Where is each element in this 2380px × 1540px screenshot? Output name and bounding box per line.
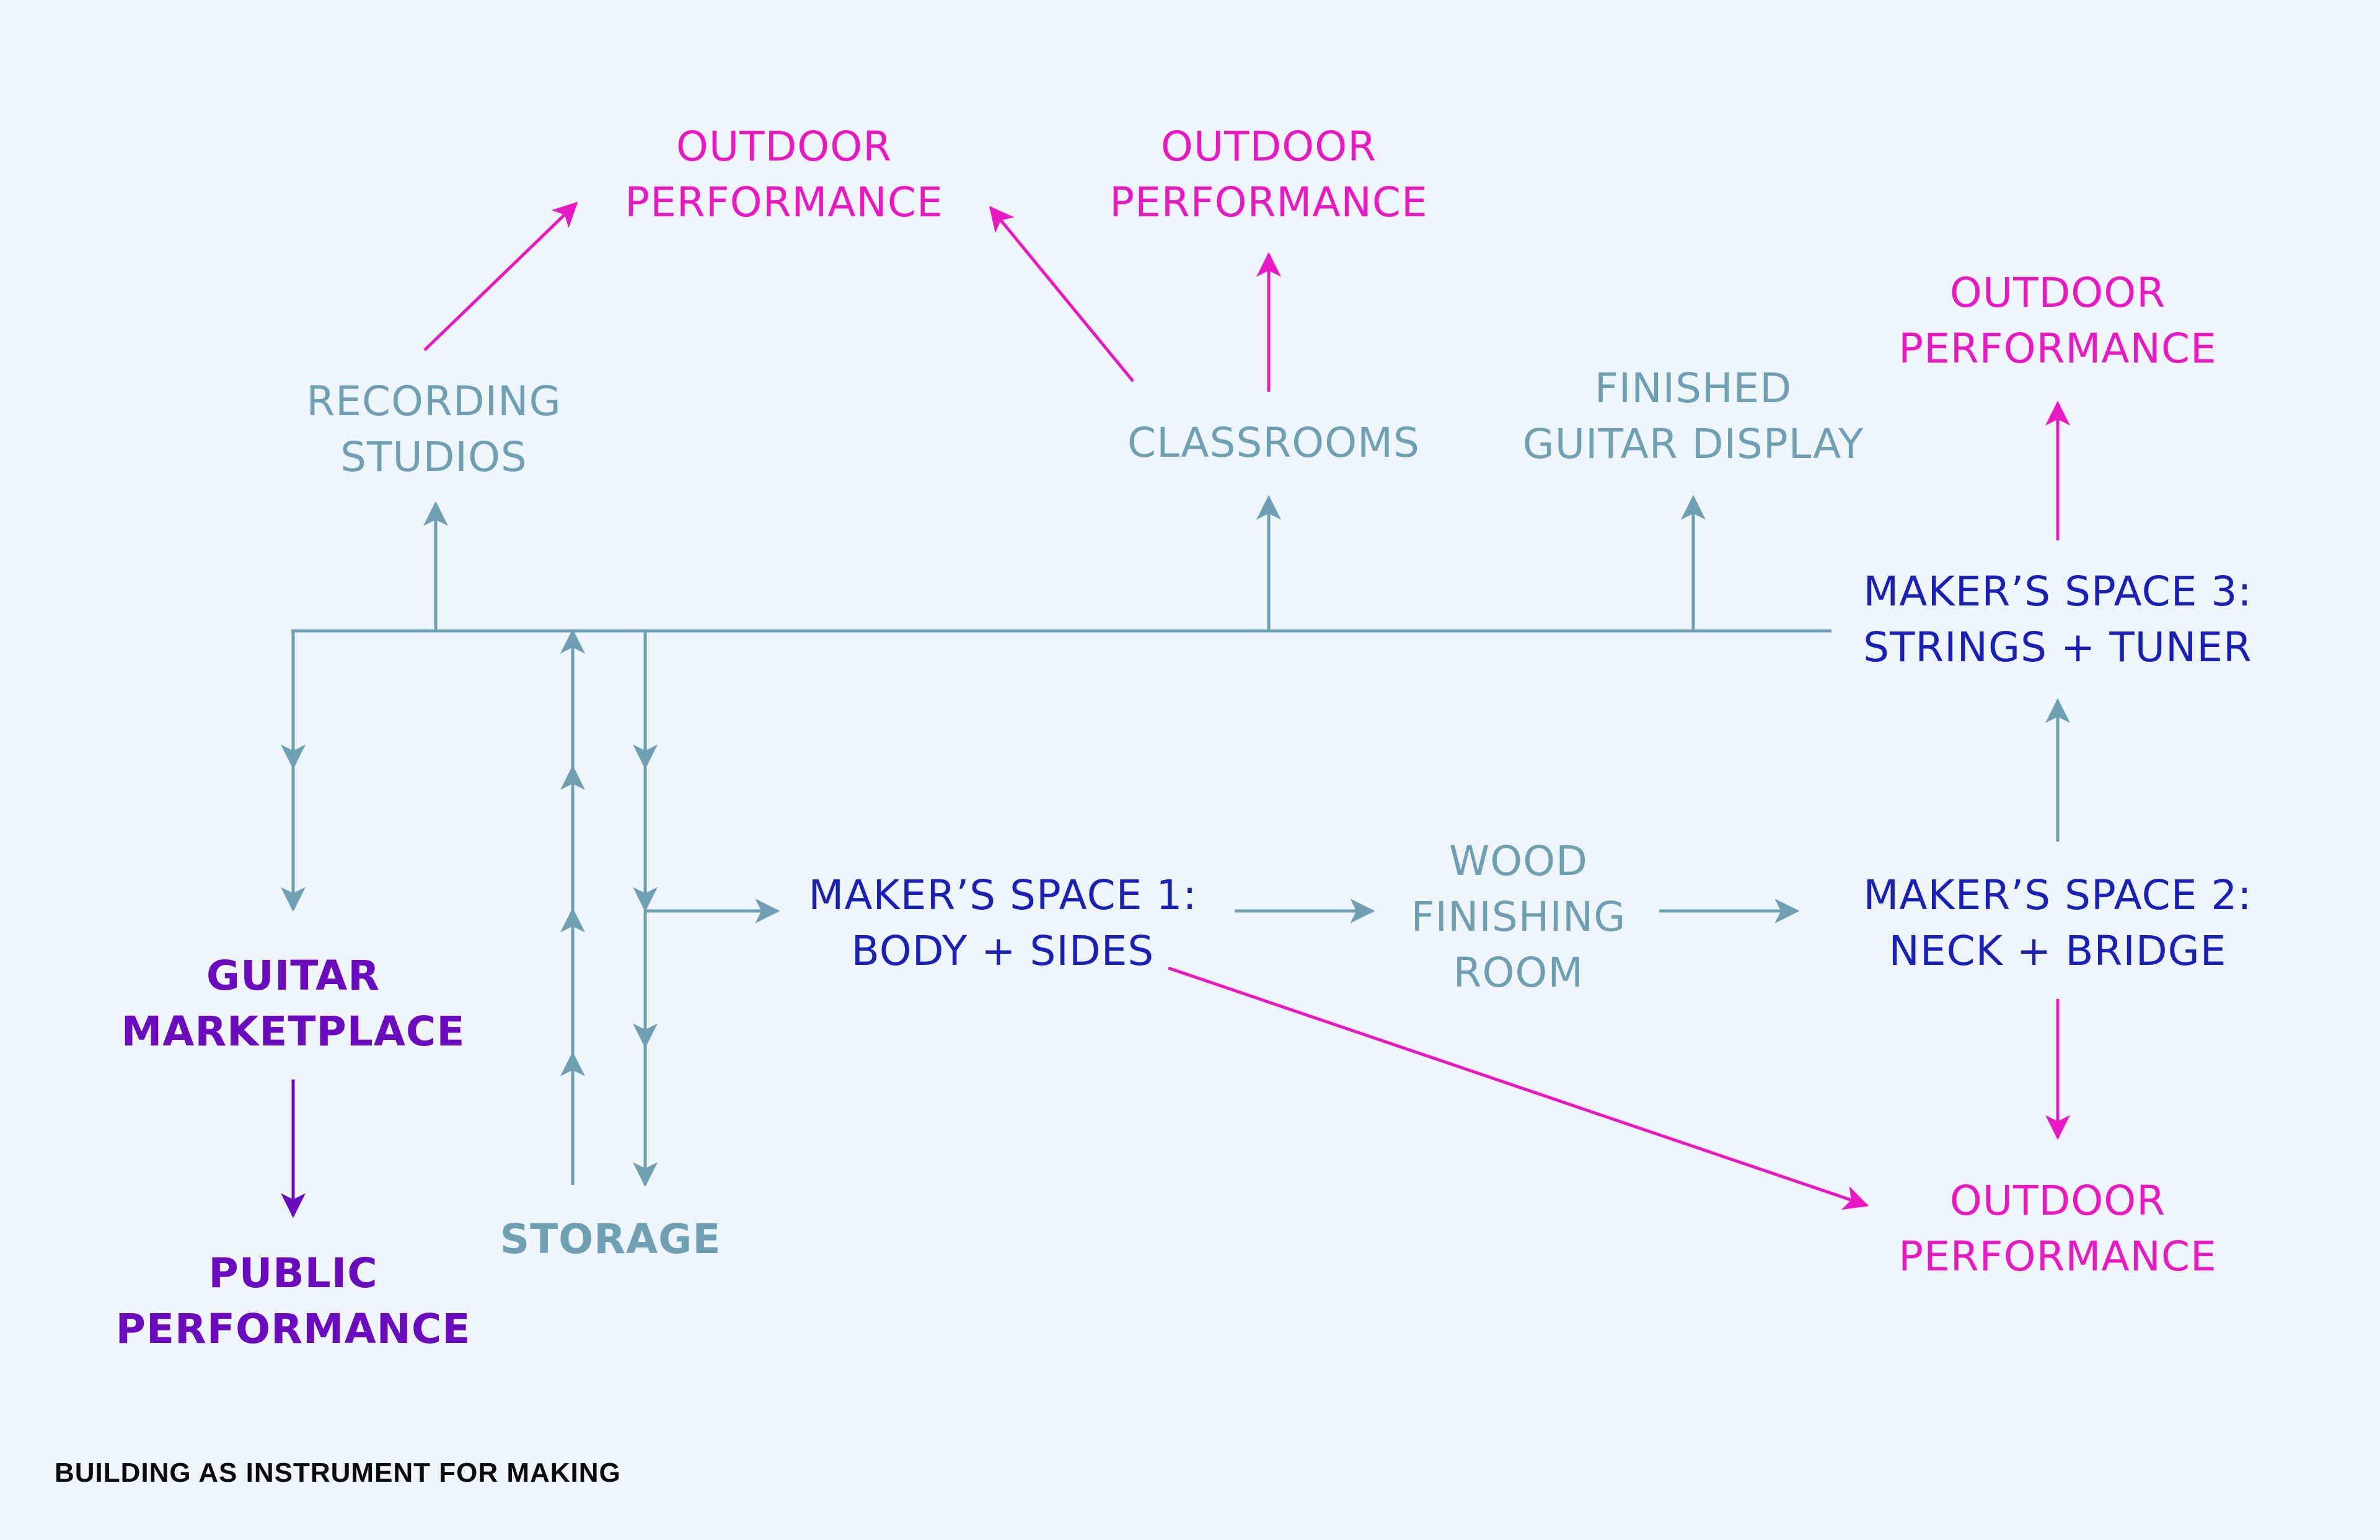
node-recording-studios: RECORDING STUDIOS bbox=[306, 374, 561, 485]
node-line: STUDIOS bbox=[340, 433, 527, 481]
node-outdoor-performance-4: OUTDOOR PERFORMANCE bbox=[1898, 1173, 2216, 1285]
node-outdoor-performance-2: OUTDOOR PERFORMANCE bbox=[1109, 119, 1427, 231]
diagram-caption: BUILDING AS INSTRUMENT FOR MAKING bbox=[55, 1458, 621, 1488]
node-line: OUTDOOR bbox=[1949, 269, 2166, 317]
node-finished-guitar-display: FINISHED GUITAR DISPLAY bbox=[1523, 361, 1864, 472]
edge-makers1-to-outdoor bbox=[1168, 966, 1869, 1210]
node-makers-space-1: MAKER’S SPACE 1: BODY + SIDES bbox=[808, 868, 1197, 979]
node-wood-finishing-room: WOOD FINISHING ROOM bbox=[1411, 834, 1626, 1001]
node-line: OUTDOOR bbox=[1949, 1177, 2166, 1225]
node-line: PERFORMANCE bbox=[1109, 178, 1428, 226]
node-guitar-marketplace: GUITAR MARKETPLACE bbox=[121, 948, 465, 1060]
node-outdoor-performance-1: OUTDOOR PERFORMANCE bbox=[625, 119, 943, 231]
node-line: MAKER’S SPACE 2: bbox=[1863, 871, 2252, 919]
node-line: BODY + SIDES bbox=[851, 927, 1155, 975]
node-line: NECK + BRIDGE bbox=[1889, 927, 2227, 975]
node-line: CLASSROOMS bbox=[1127, 419, 1420, 467]
node-line: ROOM bbox=[1453, 949, 1584, 997]
node-line: RECORDING bbox=[306, 377, 562, 425]
node-line: FINISHED bbox=[1594, 364, 1792, 412]
edge-classrooms-to-outdoor-left bbox=[989, 206, 1134, 382]
edge-studios-to-outdoor bbox=[423, 201, 578, 351]
node-line: WOOD bbox=[1449, 837, 1588, 885]
node-line: STRINGS + TUNER bbox=[1863, 623, 2252, 671]
node-public-performance: PUBLIC PERFORMANCE bbox=[116, 1246, 471, 1357]
node-line: OUTDOOR bbox=[1160, 123, 1377, 170]
node-outdoor-performance-3: OUTDOOR PERFORMANCE bbox=[1898, 265, 2216, 377]
node-line: PERFORMANCE bbox=[115, 1305, 471, 1353]
node-line: PERFORMANCE bbox=[625, 178, 943, 226]
node-line: GUITAR DISPLAY bbox=[1522, 420, 1864, 468]
node-line: FINISHING bbox=[1411, 893, 1626, 941]
node-line: PERFORMANCE bbox=[1898, 325, 2217, 372]
node-storage: STORAGE bbox=[500, 1212, 721, 1267]
node-makers-space-3: MAKER’S SPACE 3: STRINGS + TUNER bbox=[1863, 564, 2252, 675]
node-line: GUITAR bbox=[206, 952, 381, 1000]
node-classrooms: CLASSROOMS bbox=[1127, 415, 1420, 471]
node-makers-space-2: MAKER’S SPACE 2: NECK + BRIDGE bbox=[1863, 868, 2252, 979]
node-line: OUTDOOR bbox=[676, 123, 892, 170]
node-line: PERFORMANCE bbox=[1898, 1233, 2217, 1280]
node-line: MARKETPLACE bbox=[121, 1008, 465, 1055]
node-line: PUBLIC bbox=[208, 1249, 378, 1297]
node-line: MAKER’S SPACE 3: bbox=[1863, 568, 2252, 615]
node-line: MAKER’S SPACE 1: bbox=[808, 871, 1197, 919]
node-line: STORAGE bbox=[500, 1215, 721, 1263]
